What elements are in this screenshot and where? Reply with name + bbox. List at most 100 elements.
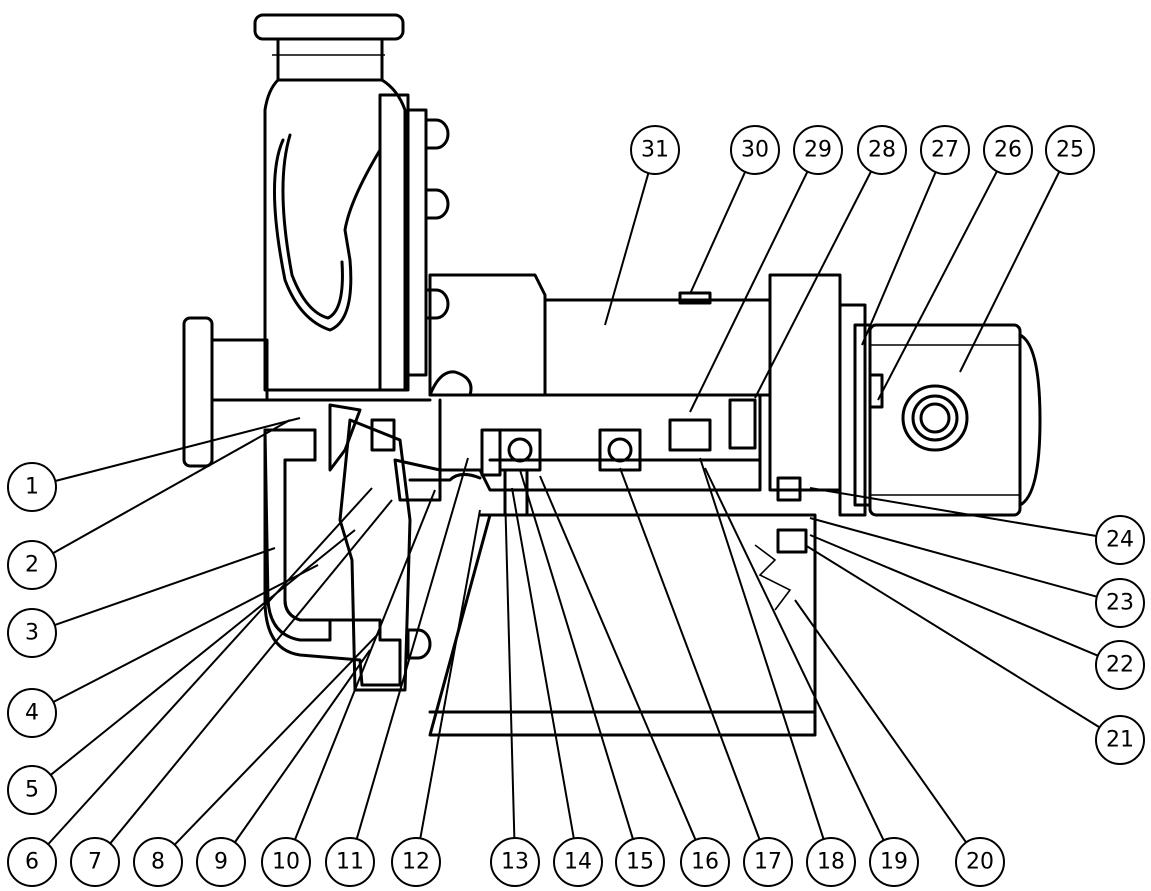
callout-bubble-5 (7, 765, 57, 815)
callout-label-7: 7 (88, 850, 102, 875)
callout-leader-13 (504, 491, 516, 839)
callout-label-1: 1 (25, 475, 39, 500)
pump-body (182, 13, 450, 692)
callout-label-29: 29 (804, 138, 832, 163)
callout-label-4: 4 (25, 701, 39, 726)
callout-bubble-7 (70, 837, 120, 887)
callout-leader-21 (804, 544, 1101, 729)
callout-bubble-10 (261, 837, 311, 887)
callout-leader-12 (419, 509, 481, 839)
callout-bubble-16 (680, 837, 730, 887)
callout-leader-22 (809, 534, 1099, 657)
callout-leader-7 (109, 499, 393, 845)
callout-bubble-19 (869, 837, 919, 887)
callout-bubble-8 (133, 837, 183, 887)
callout-label-3: 3 (25, 621, 39, 646)
callout-bubble-25 (1045, 125, 1095, 175)
callout-leader-4 (52, 564, 319, 703)
callout-leader-18 (699, 457, 825, 840)
callout-bubble-13 (490, 837, 540, 887)
callout-bubble-31 (630, 125, 680, 175)
callout-label-18: 18 (817, 850, 845, 875)
bearing-housing (408, 273, 772, 517)
callout-leader-11 (355, 457, 469, 840)
callout-label-16: 16 (691, 850, 719, 875)
callout-bubble-20 (955, 837, 1005, 887)
callout-leader-26 (877, 170, 998, 401)
bearing-front (498, 428, 542, 472)
callout-label-12: 12 (402, 850, 430, 875)
callout-leader-27 (861, 171, 937, 346)
discharge-flange (253, 13, 405, 41)
callout-label-11: 11 (336, 850, 364, 875)
callout-label-19: 19 (880, 850, 908, 875)
shaft (408, 473, 482, 482)
callout-label-13: 13 (501, 850, 529, 875)
callout-leader-25 (959, 171, 1061, 373)
bearing-rear (598, 428, 642, 472)
callout-label-27: 27 (931, 138, 959, 163)
callout-bubble-23 (1095, 578, 1145, 628)
base-frame (428, 513, 817, 737)
base-plate (428, 513, 817, 737)
callout-leader-29 (689, 171, 809, 413)
callout-bubble-9 (196, 837, 246, 887)
callout-label-14: 14 (564, 850, 592, 875)
callout-bubble-15 (615, 837, 665, 887)
motor-body (868, 323, 1022, 517)
callout-bubble-4 (7, 688, 57, 738)
discharge-pipe (263, 37, 407, 392)
callout-bubble-22 (1095, 640, 1145, 690)
callout-label-10: 10 (272, 850, 300, 875)
callout-bubble-29 (793, 125, 843, 175)
callout-bubble-24 (1095, 515, 1145, 565)
callout-leader-1 (54, 417, 301, 482)
callout-bubble-21 (1095, 715, 1145, 765)
callout-label-31: 31 (641, 138, 669, 163)
callout-bubble-27 (920, 125, 970, 175)
callout-leader-2 (52, 419, 291, 555)
callout-label-26: 26 (994, 138, 1022, 163)
callout-label-17: 17 (754, 850, 782, 875)
callout-label-28: 28 (868, 138, 896, 163)
motor-adapter-flange (768, 273, 842, 492)
callout-leader-28 (754, 170, 872, 399)
callout-leader-15 (519, 469, 634, 840)
callout-bubble-26 (983, 125, 1033, 175)
callout-bubble-18 (806, 837, 856, 887)
callout-bubble-14 (553, 837, 603, 887)
callout-leader-10 (293, 489, 436, 841)
callout-leader-3 (54, 547, 276, 627)
adapter-and-motor (768, 273, 1042, 554)
callout-label-30: 30 (741, 138, 769, 163)
callout-bubble-6 (7, 837, 57, 887)
callout-leader-20 (794, 599, 967, 843)
callout-label-5: 5 (25, 778, 39, 803)
callout-leader-9 (233, 649, 371, 843)
bearing-housing-body (543, 298, 772, 397)
callout-leader-16 (539, 475, 697, 841)
callout-label-22: 22 (1106, 653, 1134, 678)
callout-leader-23 (809, 517, 1098, 598)
callout-leader-6 (47, 487, 373, 845)
callout-leader-31 (604, 172, 650, 326)
bolt-head (424, 118, 450, 150)
callout-label-25: 25 (1056, 138, 1084, 163)
callout-leader-24 (809, 487, 1097, 538)
callout-leader-5 (50, 529, 356, 776)
motor-terminal (901, 384, 969, 452)
callout-leader-14 (511, 487, 575, 839)
callout-bubble-28 (857, 125, 907, 175)
callout-label-24: 24 (1106, 528, 1134, 553)
callout-label-20: 20 (966, 850, 994, 875)
callout-label-9: 9 (214, 850, 228, 875)
callout-label-15: 15 (626, 850, 654, 875)
callout-label-8: 8 (151, 850, 165, 875)
callout-leader-17 (619, 467, 761, 840)
callout-label-6: 6 (25, 850, 39, 875)
callout-bubble-3 (7, 608, 57, 658)
callout-leader-8 (173, 631, 381, 846)
callout-bubble-2 (7, 540, 57, 590)
